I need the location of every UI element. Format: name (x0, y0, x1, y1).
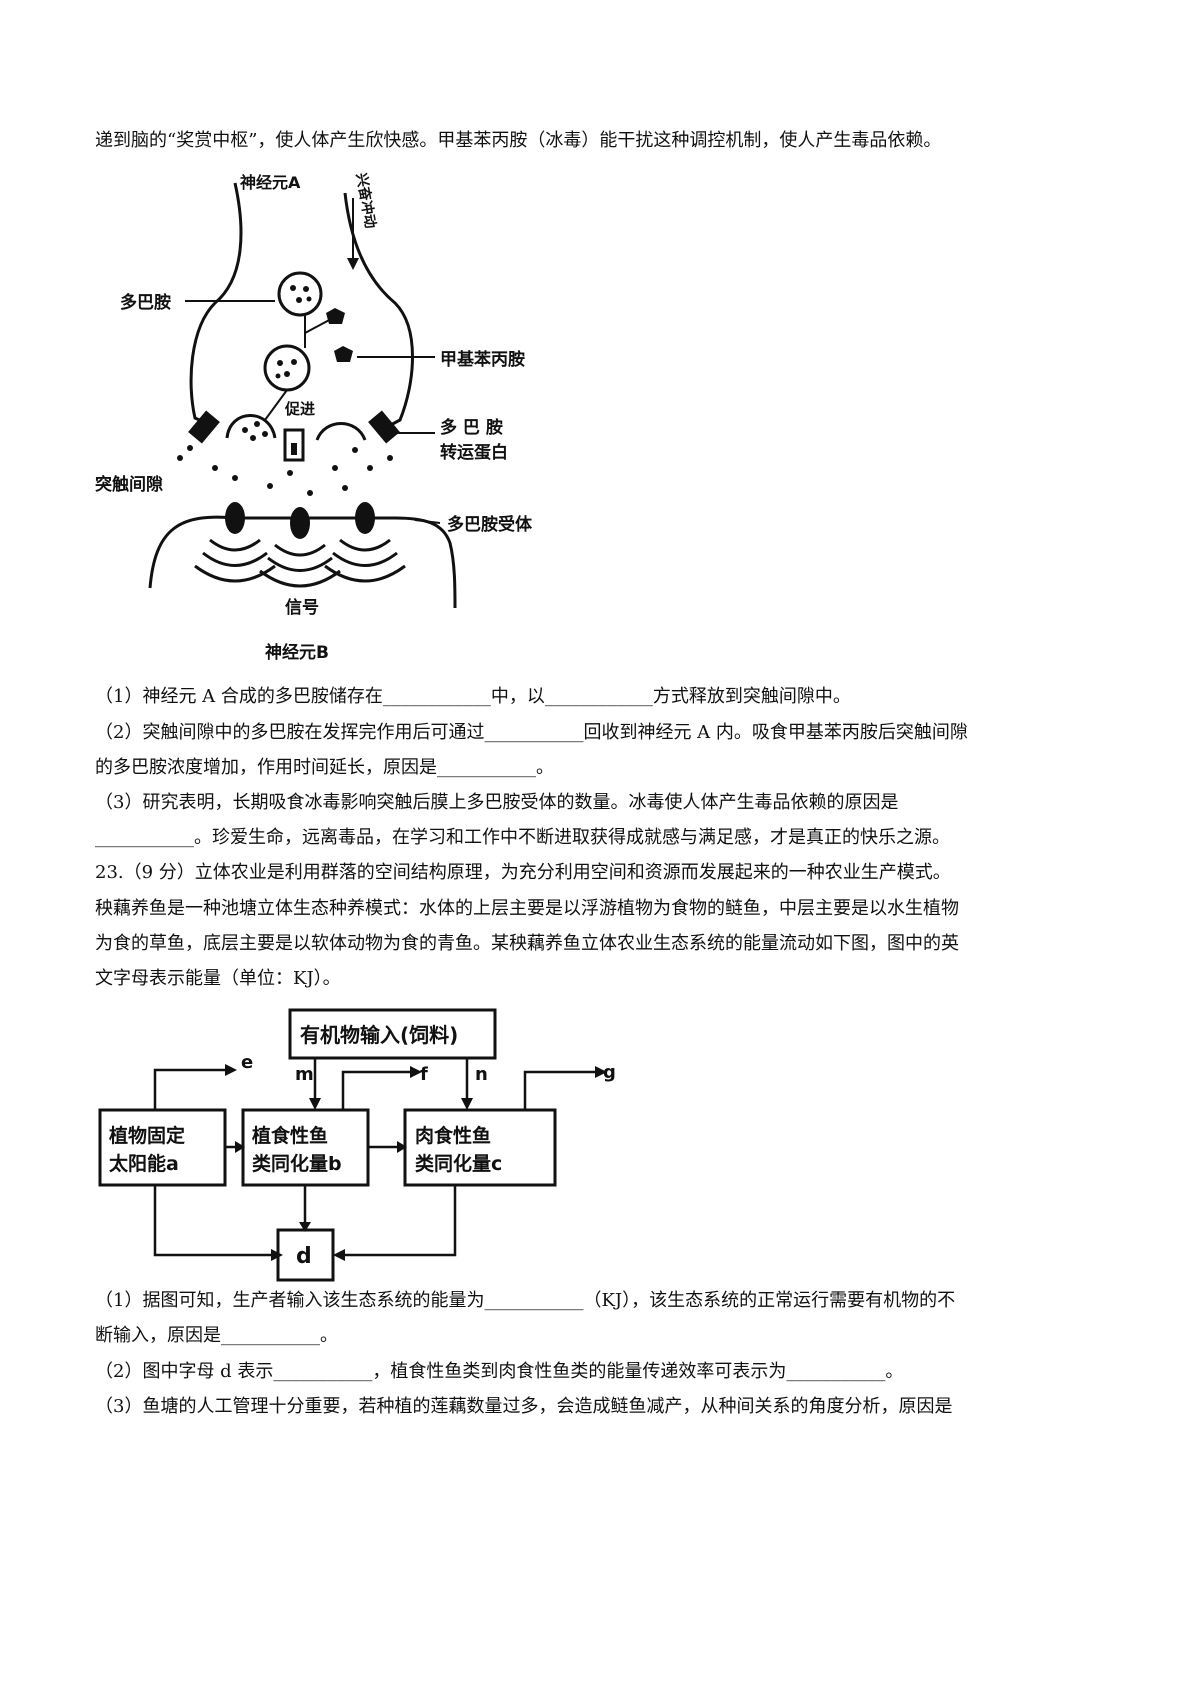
label-transporter-2: 转运蛋白 (440, 442, 508, 463)
label-promote: 促进 (284, 400, 315, 418)
input-box-label: 有机物输入(饲料) (300, 1023, 458, 1047)
f-label: f (420, 1064, 428, 1085)
e-label: e (241, 1052, 253, 1073)
label-transporter-1: 多 巴 胺 (440, 417, 503, 438)
exocytosis-vesicle (225, 414, 277, 439)
herbivore-label-2: 类同化量b (252, 1152, 342, 1175)
intro-line: 递到脑的“奖赏中枢”，使人体产生欣快感。甲基苯丙胺（冰毒）能干扰这种调控机制，使… (95, 130, 942, 151)
transporter-left (188, 410, 220, 444)
q22-part3-line1: （3）研究表明，长期吸食冰毒影响突触后膜上多巴胺受体的数量。冰毒使人体产生毒品依… (95, 792, 899, 813)
box-organic-input (288, 1008, 497, 1060)
label-meth: 甲基苯丙胺 (440, 349, 525, 370)
label-signal: 信号 (285, 597, 319, 618)
q23-stem-line4: 文字母表示能量（单位：KJ）。 (95, 968, 341, 989)
q22-part2-line2: 的多巴胺浓度增加，作用时间延长，原因是___________。 (95, 757, 554, 778)
producer-label-1: 植物固定 (109, 1124, 185, 1147)
receptor-1 (225, 502, 245, 534)
label-dopamine: 多巴胺 (120, 292, 171, 313)
label-neuron-a: 神经元A (240, 173, 301, 192)
meth-molecule-1 (326, 308, 345, 324)
neuron-a-membrane-right (343, 192, 414, 430)
q22-part1: （1）神经元 A 合成的多巴胺储存在____________中，以_______… (95, 686, 851, 707)
label-neuron-b: 神经元B (265, 642, 329, 663)
q23-part1-line1: （1）据图可知，生产者输入该生态系统的能量为___________（KJ），该生… (95, 1290, 956, 1311)
n-label: n (475, 1064, 488, 1085)
label-receptor: 多巴胺受体 (447, 514, 533, 535)
vesicle-top (277, 271, 323, 317)
q23-part3: （3）鱼塘的人工管理十分重要，若种植的莲藕数量过多，会造成鲢鱼减产，从种间关系的… (95, 1396, 953, 1417)
q22-part2-line1: （2）突触间隙中的多巴胺在发挥完作用后可通过___________回收到神经元 … (95, 722, 968, 743)
neuron-b-membrane (148, 515, 457, 609)
q22-part3-line2: ___________。珍爱生命，远离毒品，在学习和工作中不断进取获得成就感与满… (95, 827, 950, 848)
q23-stem-line1: 23.（9 分）立体农业是利用群落的空间结构原理，为充分利用空间和资源而发展起来… (95, 862, 951, 883)
membrane-bump (315, 422, 367, 441)
label-cleft: 突触间隙 (95, 474, 163, 495)
m-label: m (295, 1064, 314, 1085)
energy-flow-diagram: 有机物输入(饲料) 植物固定 太阳能a 植食性鱼 类同化量b 肉食性鱼 类同化量… (98, 1008, 616, 1282)
herbivore-label-1: 植食性鱼 (252, 1124, 328, 1147)
label-impulse: 兴奋冲动 (353, 172, 379, 230)
carnivore-label-2: 类同化量c (415, 1152, 502, 1175)
q23-part1-line2: 断输入，原因是___________。 (95, 1325, 338, 1346)
q23-part2: （2）图中字母 d 表示___________，植食性鱼类到肉食性鱼类的能量传递… (95, 1361, 904, 1382)
carnivore-label-1: 肉食性鱼 (415, 1124, 491, 1147)
receptor-2 (290, 507, 310, 539)
q23-stem-line3: 为食的草鱼，底层主要是以软体动物为食的青鱼。某秧藕养鱼立体农业生态系统的能量流动… (95, 933, 959, 954)
receptor-3 (355, 502, 375, 534)
neuron-a-membrane (189, 182, 243, 428)
producer-label-2: 太阳能a (109, 1152, 179, 1175)
d-label: d (296, 1244, 312, 1269)
transporter-right (368, 410, 400, 444)
synapse-diagram: 神经元A 兴奋冲动 多巴胺 甲基苯丙胺 促进 多 巴 胺 转运蛋白 突触间隙 多… (95, 172, 533, 663)
meth-molecule-2 (334, 346, 353, 362)
g-label: g (603, 1062, 616, 1083)
vesicle-middle (263, 344, 311, 392)
q23-stem-line2: 秧藕养鱼是一种池塘立体生态种养模式：水体的上层主要是以浮游植物为食物的鲢鱼，中层… (95, 898, 959, 919)
